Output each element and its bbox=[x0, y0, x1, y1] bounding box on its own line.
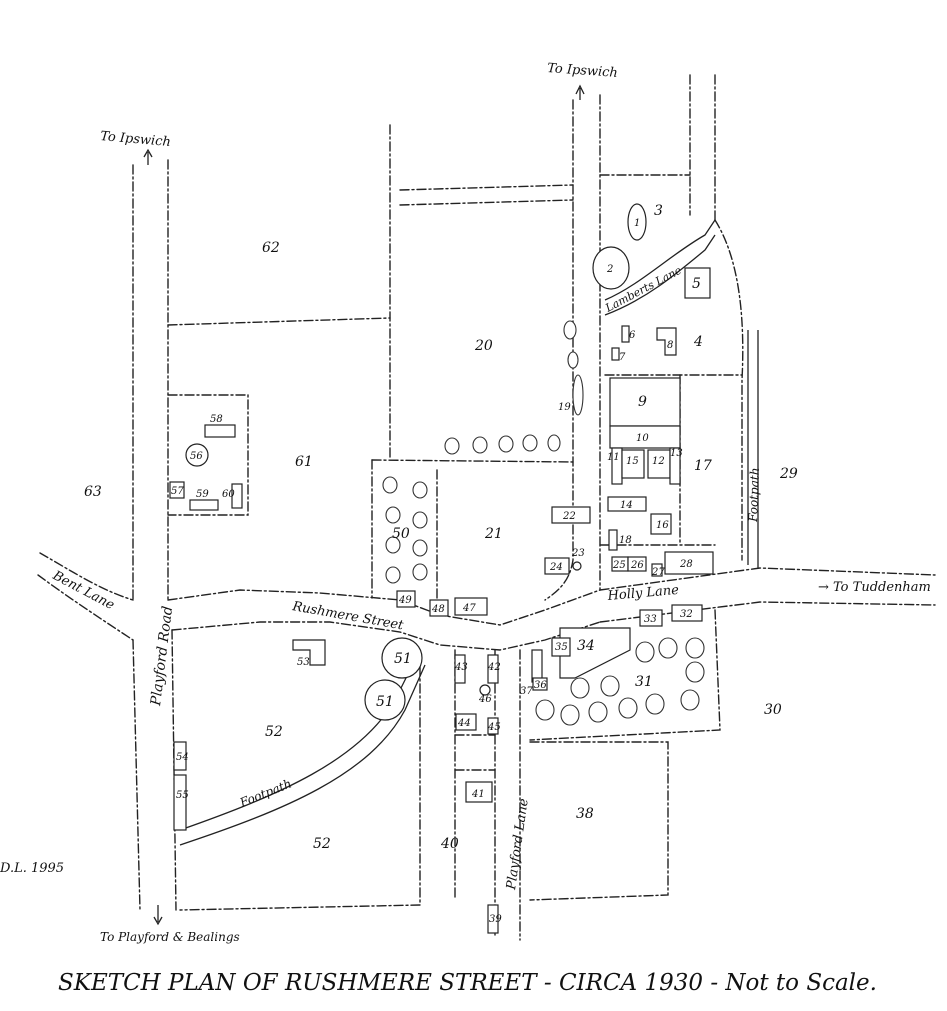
plot-2: 2 bbox=[606, 264, 613, 275]
signature: D.L. 1995 bbox=[0, 861, 64, 876]
plot-37: 37 bbox=[520, 686, 533, 697]
plot-18: 18 bbox=[619, 535, 632, 546]
plot-26: 26 bbox=[630, 560, 644, 571]
plot-4: 4 bbox=[693, 334, 703, 350]
plot-42: 42 bbox=[487, 662, 501, 673]
plot-9: 9 bbox=[638, 394, 647, 410]
plot-1: 1 bbox=[634, 218, 640, 229]
plot-53: 53 bbox=[297, 657, 310, 668]
plot-numbers: 1 2 3 4 5 6 7 8 9 10 11 12 13 14 15 16 1… bbox=[84, 203, 798, 925]
plot-14: 14 bbox=[620, 500, 633, 511]
plot-13: 13 bbox=[670, 448, 683, 459]
plot-51b: 51 bbox=[376, 694, 394, 710]
plot-51a: 51 bbox=[394, 651, 412, 667]
plot-21: 21 bbox=[484, 526, 503, 542]
label-footpath-east: Footpath bbox=[746, 467, 762, 523]
plot-62: 62 bbox=[262, 240, 280, 256]
label-to-tuddenham: → To Tuddenham bbox=[818, 580, 931, 595]
plot-63: 63 bbox=[84, 484, 102, 500]
plot-36: 36 bbox=[534, 680, 547, 691]
footpath-east bbox=[747, 330, 759, 568]
label-holly-lane: Holly Lane bbox=[606, 583, 680, 604]
plot-56: 56 bbox=[190, 451, 203, 462]
plot-24: 24 bbox=[549, 562, 563, 573]
plot-61: 61 bbox=[295, 454, 313, 470]
plot-35: 35 bbox=[555, 642, 568, 653]
plot-39: 39 bbox=[489, 914, 502, 925]
label-to-ipswich-left: To Ipswich bbox=[100, 129, 172, 150]
plot-34: 34 bbox=[577, 638, 595, 654]
plot-57: 57 bbox=[171, 486, 184, 497]
plot-41: 41 bbox=[471, 789, 485, 800]
plot-10: 10 bbox=[636, 433, 649, 444]
plot-6: 6 bbox=[629, 330, 636, 341]
plot-29: 29 bbox=[779, 466, 798, 482]
plot-8: 8 bbox=[667, 340, 673, 351]
label-to-playford: To Playford & Bealings bbox=[100, 930, 240, 944]
plot-17: 17 bbox=[694, 458, 712, 474]
plot-54: 54 bbox=[176, 752, 189, 763]
playford-road bbox=[132, 148, 177, 926]
plot-31: 31 bbox=[635, 674, 653, 690]
north-road bbox=[544, 74, 716, 601]
rushmere-street bbox=[167, 589, 601, 651]
plot-32: 32 bbox=[680, 609, 693, 620]
plot-7: 7 bbox=[619, 352, 626, 363]
plot-43: 43 bbox=[454, 662, 468, 673]
plot-30: 30 bbox=[764, 702, 782, 718]
plot-16: 16 bbox=[656, 520, 669, 531]
plot-38: 38 bbox=[576, 806, 594, 822]
trees bbox=[382, 320, 705, 726]
label-rushmere-street: Rushmere Street bbox=[290, 599, 405, 634]
plot-50: 50 bbox=[392, 526, 410, 542]
label-playford-lane: Playford Lane bbox=[504, 797, 532, 891]
map-title: SKETCH PLAN OF RUSHMERE STREET - CIRCA 1… bbox=[58, 970, 877, 996]
plot-55: 55 bbox=[176, 790, 189, 801]
buildings bbox=[169, 203, 714, 934]
label-to-ipswich-top: To Ipswich bbox=[547, 61, 619, 81]
plot-59: 59 bbox=[196, 489, 209, 500]
plot-44: 44 bbox=[457, 718, 471, 729]
plot-12: 12 bbox=[652, 456, 665, 467]
plot-19: 19 bbox=[558, 402, 571, 413]
plot-52b: 52 bbox=[313, 836, 331, 852]
plot-58: 58 bbox=[210, 414, 223, 425]
plot-47: 47 bbox=[462, 603, 476, 614]
plot-3: 3 bbox=[654, 203, 663, 219]
plot-33: 33 bbox=[644, 614, 657, 625]
plot-45: 45 bbox=[487, 722, 501, 733]
plot-48: 48 bbox=[431, 604, 445, 615]
plot-22: 22 bbox=[562, 511, 576, 522]
plot-27: 27 bbox=[651, 567, 665, 578]
road-labels: Playford Road Bent Lane Rushmere Street … bbox=[49, 61, 931, 944]
plot-49: 49 bbox=[398, 595, 412, 606]
plot-40: 40 bbox=[440, 836, 459, 852]
plot-28: 28 bbox=[679, 559, 693, 570]
plot-5: 5 bbox=[692, 276, 701, 292]
plot-20: 20 bbox=[474, 338, 493, 354]
lamberts-lane bbox=[604, 219, 744, 561]
plot-11: 11 bbox=[607, 452, 620, 463]
bent-lane bbox=[37, 552, 134, 641]
plot-46: 46 bbox=[478, 694, 492, 705]
plot-52a: 52 bbox=[265, 724, 283, 740]
plot-60: 60 bbox=[222, 489, 235, 500]
plot-25: 25 bbox=[612, 560, 626, 571]
plot-23: 23 bbox=[571, 548, 585, 559]
plot-15: 15 bbox=[626, 456, 639, 467]
